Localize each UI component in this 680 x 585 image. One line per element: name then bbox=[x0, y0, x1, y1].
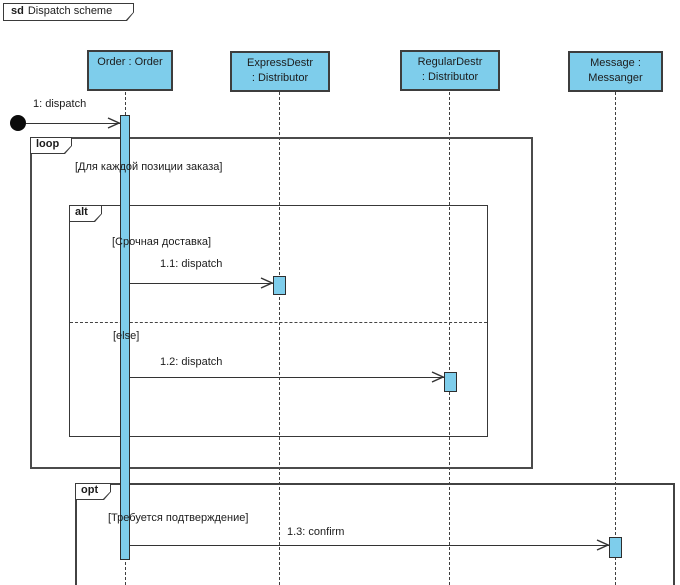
open-arrowhead-icon bbox=[431, 371, 444, 383]
activation-order bbox=[120, 115, 130, 560]
message-1-3-label: 1.3: confirm bbox=[287, 526, 345, 538]
alt-guard-1: [Срочная доставка] bbox=[112, 236, 212, 248]
message-1-1-label: 1.1: dispatch bbox=[160, 258, 223, 270]
fragment-alt-keyword: alt bbox=[75, 206, 88, 218]
fragment-opt-operator-tab: opt bbox=[75, 483, 111, 500]
lifeline-label: : Distributor bbox=[421, 71, 479, 83]
lifeline-expressdestr bbox=[279, 92, 280, 585]
lifeline-label: Message : bbox=[590, 57, 641, 69]
activation-regulardestr bbox=[444, 372, 457, 392]
fragment-opt: opt bbox=[75, 483, 675, 585]
alt-guard-else: [else] bbox=[113, 330, 140, 342]
frame-title-text: Dispatch scheme bbox=[27, 5, 113, 17]
message-1-2-line bbox=[130, 377, 444, 378]
message-1-line bbox=[26, 123, 120, 124]
opt-guard: [Требуется подтверждение] bbox=[108, 512, 249, 524]
fragment-loop-operator-tab: loop bbox=[30, 137, 72, 154]
found-message-circle-icon bbox=[10, 115, 26, 131]
fragment-opt-keyword: opt bbox=[81, 484, 99, 496]
open-arrowhead-icon bbox=[596, 539, 609, 551]
lifeline-label: : Distributor bbox=[251, 72, 309, 84]
pentagon-fill bbox=[70, 206, 101, 221]
pentagon-fill bbox=[31, 138, 71, 153]
lifeline-label: RegularDestr bbox=[417, 56, 483, 68]
fragment-loop-keyword: loop bbox=[36, 138, 60, 150]
lifeline-label: Order : Order bbox=[97, 56, 163, 68]
message-1-1-line bbox=[130, 283, 273, 284]
message-1-label: 1: dispatch bbox=[33, 98, 87, 110]
loop-guard: [Для каждой позиции заказа] bbox=[75, 161, 223, 173]
alt-operand-divider bbox=[70, 322, 487, 323]
fragment-alt: alt bbox=[69, 205, 488, 437]
open-arrowhead-icon bbox=[107, 117, 120, 129]
lifeline-label: Messanger bbox=[588, 72, 643, 84]
lifeline-regulardestr bbox=[449, 92, 450, 585]
activation-message bbox=[609, 537, 622, 558]
lifeline-head-order: Order : Order bbox=[87, 50, 173, 91]
pentagon-fill bbox=[76, 484, 110, 499]
lifeline-label: ExpressDestr bbox=[246, 57, 314, 69]
fragment-alt-operator-tab: alt bbox=[69, 205, 102, 222]
lifeline-head-expressdestr: ExpressDestr : Distributor bbox=[230, 51, 330, 92]
message-1-3-line bbox=[130, 545, 609, 546]
fragment-loop: loop bbox=[30, 137, 533, 469]
lifeline-head-message: Message : Messanger bbox=[568, 51, 663, 92]
activation-expressdestr bbox=[273, 276, 286, 295]
frame-keyword: sd bbox=[11, 5, 24, 17]
message-1-2-label: 1.2: dispatch bbox=[160, 356, 223, 368]
lifeline-head-regulardestr: RegularDestr : Distributor bbox=[400, 50, 500, 91]
pentagon-fill bbox=[4, 4, 133, 20]
lifeline-message bbox=[615, 92, 616, 585]
open-arrowhead-icon bbox=[260, 277, 273, 289]
